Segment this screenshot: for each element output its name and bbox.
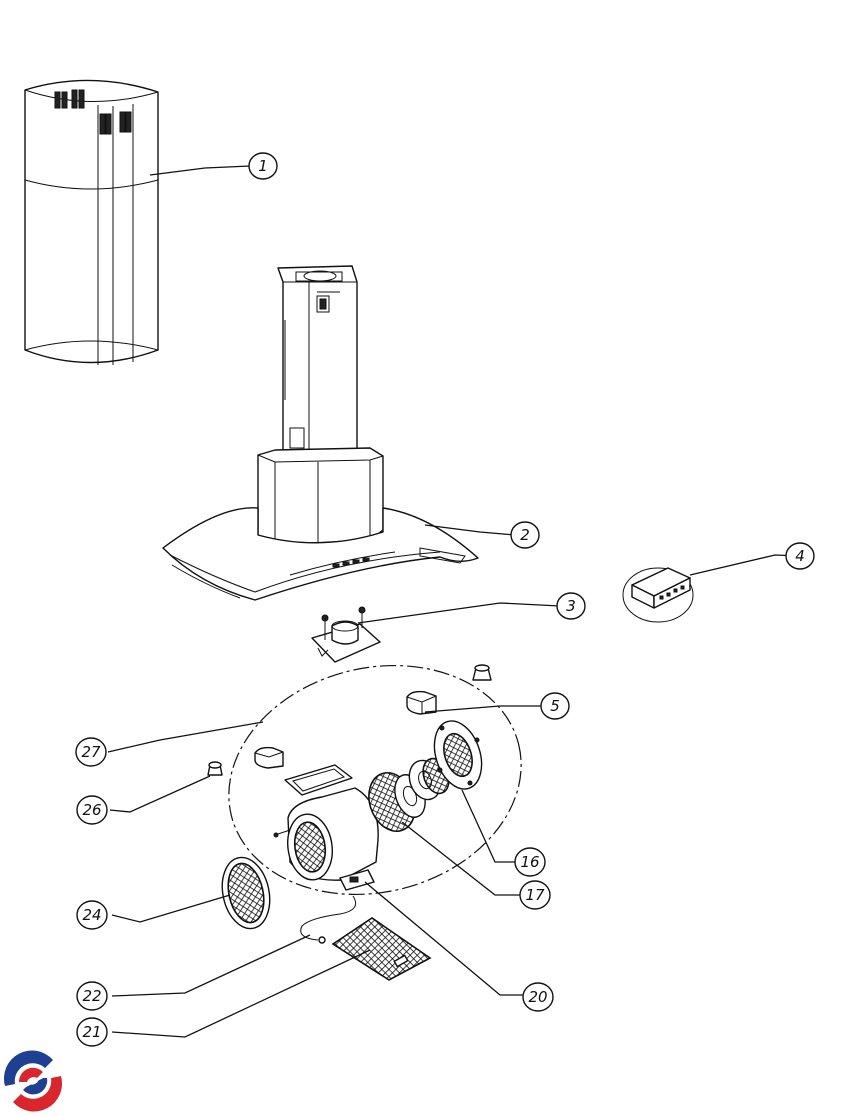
callout-2-label: 2 [520, 526, 530, 544]
callout-17: 17 [519, 880, 551, 910]
callout-21-label: 21 [82, 1023, 101, 1041]
hood-body-part [162, 265, 479, 601]
motor-plate-part [433, 720, 483, 790]
cable-part [300, 895, 357, 944]
callout-5: 5 [540, 692, 570, 720]
callout-20: 20 [522, 982, 554, 1012]
bracket-part [406, 690, 437, 715]
vent-slots [54, 89, 132, 135]
outlet-flange-part [311, 606, 381, 663]
callout-24-label: 24 [82, 906, 101, 924]
rubber-foot-part [207, 664, 492, 776]
callout-3: 3 [556, 592, 586, 620]
callout-4-label: 4 [795, 547, 805, 565]
callout-22: 22 [76, 981, 108, 1011]
callout-27-label: 27 [81, 743, 101, 761]
control-module-part [622, 567, 694, 623]
leader-lines [107, 165, 801, 1038]
callout-5-label: 5 [550, 697, 560, 715]
blower-housing-part [273, 764, 379, 891]
callout-24: 24 [76, 900, 108, 930]
callout-21: 21 [76, 1017, 108, 1047]
brand-logo-icon [3, 1050, 63, 1112]
round-filter-part [221, 856, 271, 930]
callout-26: 26 [76, 795, 108, 825]
callout-27: 27 [75, 737, 107, 767]
callout-1-label: 1 [258, 157, 268, 175]
callout-16: 16 [514, 847, 546, 877]
callout-1: 1 [248, 152, 278, 180]
chimney-cover-part [24, 79, 159, 365]
callout-17-label: 17 [525, 886, 545, 904]
callout-4: 4 [785, 542, 815, 570]
callout-20-label: 20 [528, 988, 547, 1006]
motor-assembly-group [228, 664, 522, 896]
rect-filter-part [331, 917, 432, 981]
bracket-part-left [254, 746, 284, 769]
callout-3-label: 3 [566, 597, 576, 615]
callout-26-label: 26 [82, 801, 101, 819]
callout-2: 2 [510, 521, 540, 549]
callout-22-label: 22 [82, 987, 101, 1005]
callout-16-label: 16 [520, 853, 539, 871]
